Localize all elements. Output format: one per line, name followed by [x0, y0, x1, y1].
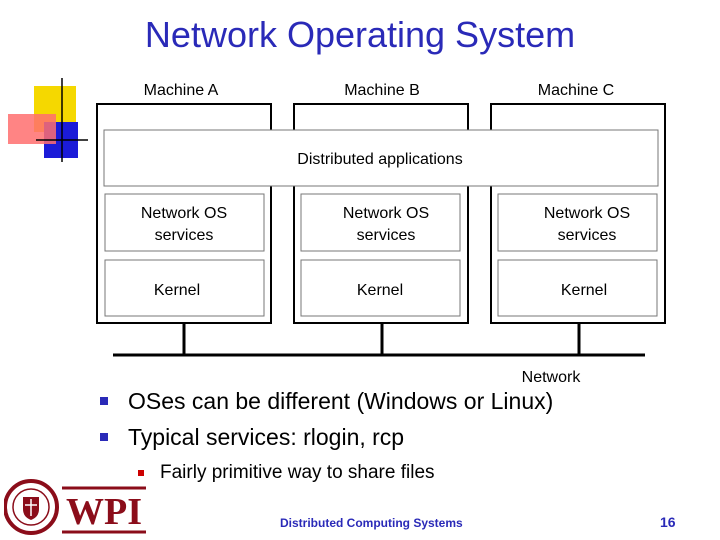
machine-a-services-line2: services	[155, 227, 214, 244]
page-number: 16	[660, 514, 676, 530]
sub-bullet-marker-icon	[138, 470, 144, 476]
footer-text: Distributed Computing Systems	[280, 516, 463, 530]
machine-a-kernel: Kernel	[154, 282, 200, 299]
bullet-item: OSes can be different (Windows or Linux)	[100, 388, 553, 415]
machine-a-kernel-box	[104, 259, 265, 317]
bullet-text: OSes can be different (Windows or Linux)	[128, 388, 554, 414]
machine-b-services-line2: services	[357, 227, 416, 244]
distributed-applications-label: Distributed applications	[297, 151, 462, 168]
machine-c-kernel: Kernel	[561, 282, 607, 299]
machine-c: Machine C Network OS services Kernel	[490, 82, 666, 324]
bullet-marker-icon	[100, 397, 108, 405]
wpi-logo: WPI	[4, 479, 146, 535]
slide-title: Network Operating System	[144, 14, 576, 55]
machine-b-services-box	[300, 193, 461, 252]
machine-c-kernel-box	[497, 259, 658, 317]
machine-b-label: Machine B	[344, 82, 420, 99]
machine-a: Machine A Network OS services Kernel	[96, 82, 272, 324]
machine-c-services-line1: Network OS	[544, 205, 630, 222]
wpi-text: WPI	[66, 491, 142, 533]
machine-a-label: Machine A	[144, 82, 219, 99]
sub-bullet-text: Fairly primitive way to share files	[160, 462, 435, 483]
network-bus: Network	[113, 323, 645, 386]
machine-c-services-box	[497, 193, 658, 252]
machine-b: Machine B Network OS services Kernel	[293, 82, 469, 324]
machine-c-services-line2: services	[558, 227, 617, 244]
network-os-diagram: Machine A Network OS services Kernel Mac…	[96, 82, 666, 386]
machine-c-label: Machine C	[538, 82, 614, 99]
machine-b-kernel: Kernel	[357, 282, 403, 299]
machine-b-services-line1: Network OS	[343, 205, 429, 222]
machine-a-services-box	[104, 193, 265, 252]
wpi-seal-icon	[4, 479, 59, 535]
machine-b-kernel-box	[300, 259, 461, 317]
bullet-marker-icon	[100, 433, 108, 441]
bullet-text: Typical services: rlogin, rcp	[128, 424, 405, 450]
bullet-item: Typical services: rlogin, rcp	[100, 424, 404, 451]
distributed-applications-layer: Distributed applications	[103, 129, 659, 187]
network-label: Network	[522, 369, 582, 386]
distributed-applications-box	[103, 129, 659, 187]
machine-a-services-line1: Network OS	[141, 205, 227, 222]
corner-decoration	[8, 78, 88, 162]
sub-bullet-item: Fairly primitive way to share files	[138, 462, 435, 484]
